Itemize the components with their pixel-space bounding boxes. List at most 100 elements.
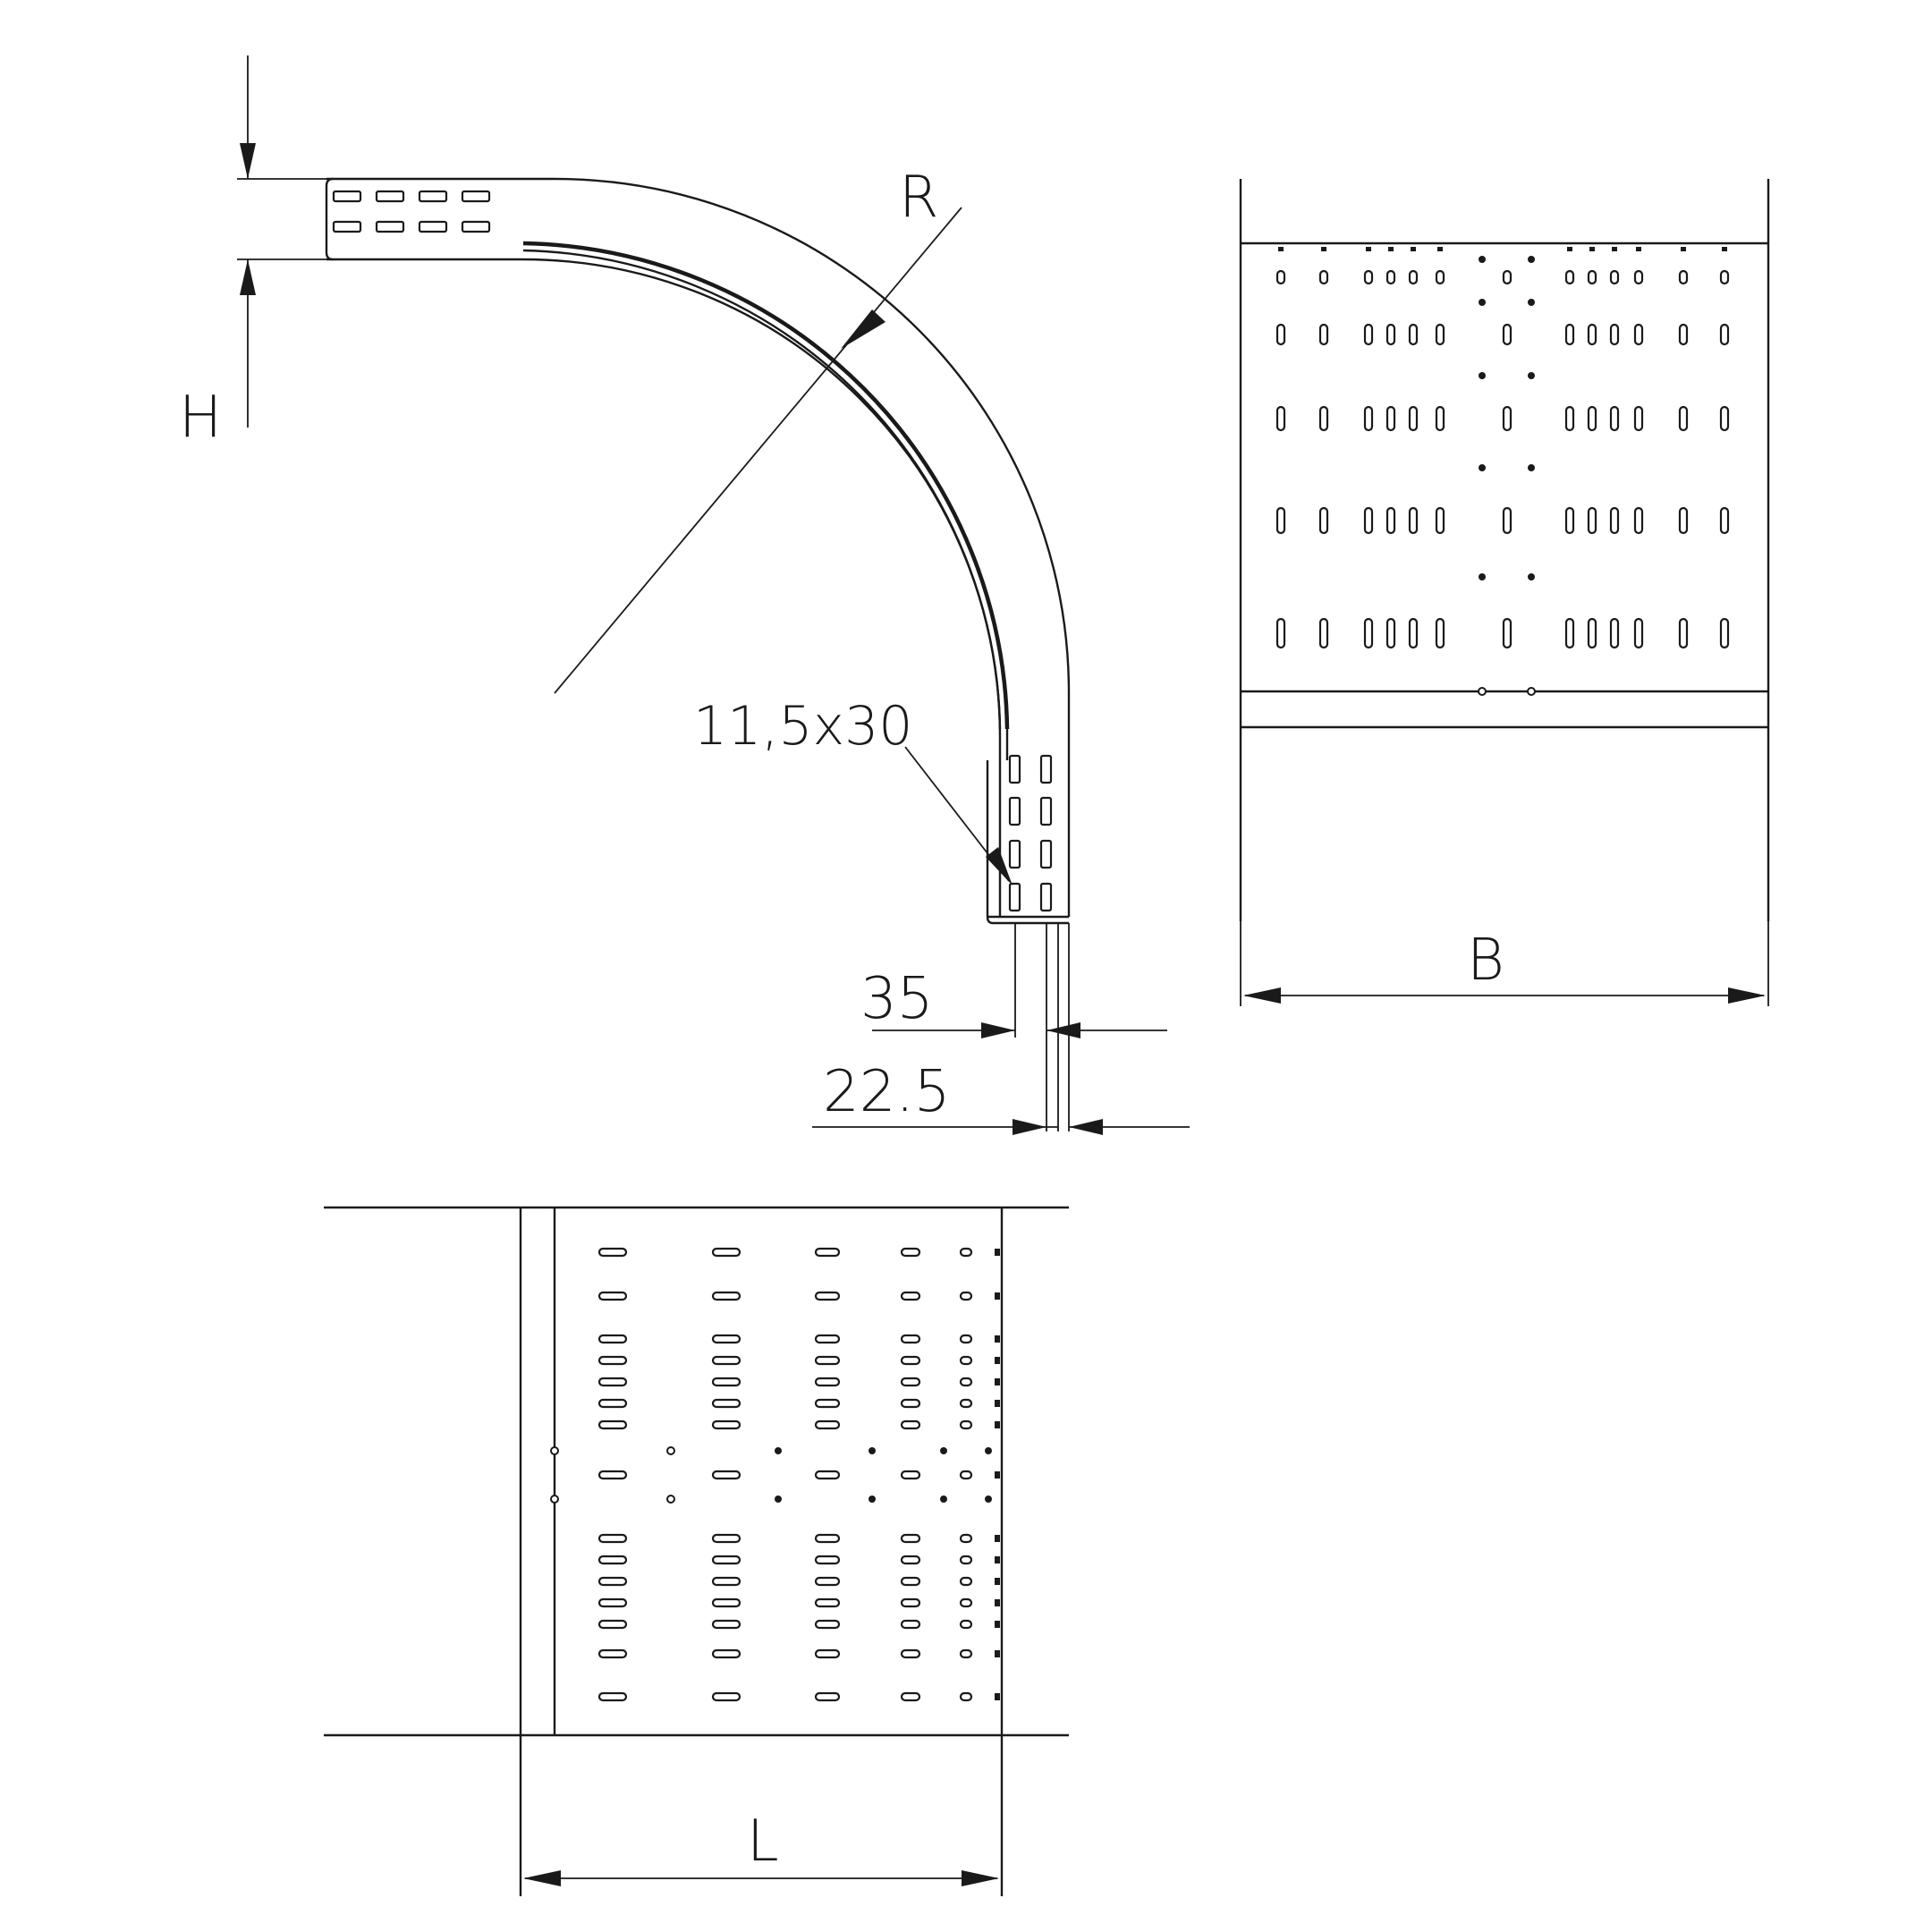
slot	[597, 1470, 628, 1480]
slot-edge	[995, 1599, 1000, 1606]
slot-size-callout: 11,5x30	[693, 695, 1013, 886]
slot	[1719, 617, 1730, 649]
slot	[1318, 405, 1329, 432]
slot	[1408, 506, 1419, 535]
slot	[597, 1691, 628, 1702]
slot	[1408, 617, 1419, 649]
slot	[1587, 269, 1597, 285]
slot	[900, 1247, 921, 1258]
hole	[1527, 687, 1536, 696]
slot	[711, 1648, 741, 1659]
top-view: L	[324, 1206, 1069, 1896]
slot	[900, 1334, 921, 1344]
slot	[711, 1419, 741, 1430]
slot	[1609, 269, 1620, 285]
hole	[1528, 372, 1535, 379]
arrowhead-icon	[1046, 1022, 1080, 1038]
vertical-leg-slots	[1008, 754, 1053, 912]
slot	[900, 1470, 921, 1480]
slot	[1678, 323, 1689, 346]
slot	[1435, 269, 1445, 285]
hole	[1479, 299, 1486, 306]
length-label: L	[747, 1809, 779, 1875]
arrowhead-icon	[841, 309, 886, 349]
slot	[1502, 617, 1513, 649]
hole	[1528, 464, 1535, 471]
slot-size-label: 11,5x30	[693, 695, 912, 758]
front-view: B	[1239, 179, 1770, 1006]
slot-top	[1278, 247, 1284, 251]
slot	[711, 1247, 741, 1258]
slot	[1609, 506, 1620, 535]
slot-edge	[995, 1621, 1000, 1628]
slot	[1587, 617, 1597, 649]
slot	[1435, 405, 1445, 432]
slot	[711, 1334, 741, 1344]
arrowhead-icon	[1728, 987, 1766, 1004]
slot-edge	[995, 1421, 1000, 1428]
arrowhead-icon	[981, 1022, 1015, 1038]
slot	[1275, 269, 1286, 285]
arrowhead-icon	[240, 143, 256, 179]
width-dimension: B	[1240, 921, 1769, 1006]
hole	[1479, 372, 1486, 379]
top-view-slots	[550, 1247, 1000, 1702]
slot	[597, 1247, 628, 1258]
slot	[814, 1691, 841, 1702]
slot	[1719, 405, 1730, 432]
slot	[711, 1470, 741, 1480]
slot	[959, 1533, 973, 1544]
hole-spacing-dimension: 35	[860, 923, 1167, 1131]
slot	[814, 1648, 841, 1659]
slot	[711, 1597, 741, 1608]
slot	[597, 1398, 628, 1409]
slot	[1385, 269, 1396, 285]
slot	[1385, 617, 1396, 649]
slot-edge	[995, 1292, 1000, 1300]
slot	[1408, 323, 1419, 346]
slot	[711, 1555, 741, 1565]
slot	[900, 1291, 921, 1301]
top-leg-end-cap	[325, 177, 334, 261]
slot	[597, 1419, 628, 1430]
radius-label: R	[899, 165, 938, 231]
slot	[1633, 506, 1644, 535]
slot	[1719, 506, 1730, 535]
slot	[900, 1355, 921, 1366]
slot	[900, 1691, 921, 1702]
slot	[900, 1597, 921, 1608]
slot	[1275, 323, 1286, 346]
arrowhead-icon	[1069, 1119, 1103, 1135]
slot	[900, 1398, 921, 1409]
width-label: B	[1467, 928, 1504, 994]
hole	[1479, 464, 1486, 471]
slot	[1678, 617, 1689, 649]
slot	[814, 1355, 841, 1366]
hole	[666, 1495, 675, 1504]
slot	[1502, 405, 1513, 432]
hole	[775, 1496, 782, 1503]
slot	[711, 1377, 741, 1387]
slot	[1719, 269, 1730, 285]
slot	[1609, 405, 1620, 432]
edge-offset-label: 22.5	[823, 1059, 951, 1125]
slot	[1385, 323, 1396, 346]
slot	[1678, 405, 1689, 432]
bend-side-view: H R 11,5x30 35	[179, 55, 1190, 1135]
slot	[814, 1619, 841, 1630]
slot	[597, 1555, 628, 1565]
slot-edge	[995, 1378, 1000, 1385]
slot	[814, 1555, 841, 1565]
slot	[814, 1419, 841, 1430]
slot	[959, 1576, 973, 1587]
hole	[775, 1447, 782, 1454]
slot	[1435, 323, 1445, 346]
hole	[1479, 573, 1486, 580]
slot	[597, 1291, 628, 1301]
slot	[597, 1533, 628, 1544]
length-dimension: L	[523, 1809, 999, 1886]
slot	[1633, 323, 1644, 346]
slot	[711, 1576, 741, 1587]
height-dimension: H	[179, 55, 376, 451]
slot	[1318, 617, 1329, 649]
